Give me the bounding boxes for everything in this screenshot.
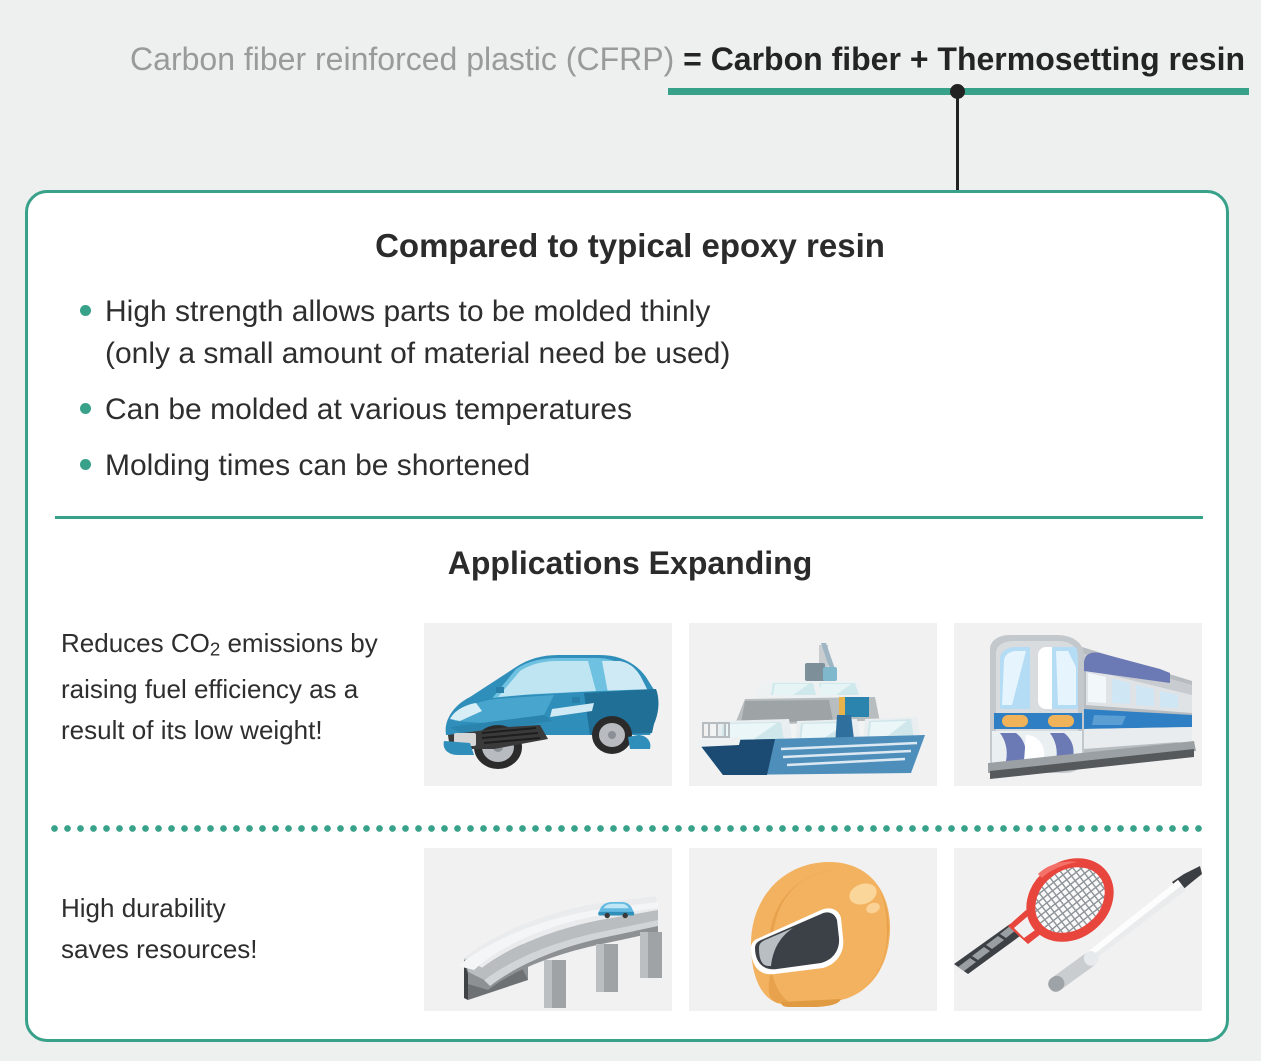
bullet-dot-icon: [80, 403, 91, 414]
page-title-subject: Carbon fiber reinforced plastic (CFRP): [130, 41, 675, 77]
caption-text-pre: Reduces CO: [61, 628, 210, 658]
list-item: Molding times can be shortened: [80, 445, 1180, 487]
train-image: [954, 623, 1202, 786]
list-item: High strength allows parts to be molded …: [80, 291, 1180, 375]
sports-equipment-image: [954, 848, 1202, 1011]
application-row-durability: High durability saves resources!: [28, 848, 1232, 1018]
row-divider-dotted: [48, 825, 1208, 832]
list-item-label: Molding times can be shortened: [105, 449, 531, 482]
list-item-label: High strength allows parts to be molded …: [105, 295, 731, 370]
boat-image: [689, 623, 937, 786]
compare-heading: Compared to typical epoxy resin: [375, 227, 885, 264]
section-divider: [55, 516, 1203, 519]
connector-dot-icon: [950, 84, 965, 99]
header: Carbon fiber reinforced plastic (CFRP) =…: [0, 0, 1261, 193]
page-title-composition: = Carbon fiber + Thermosetting resin: [683, 41, 1245, 77]
list-item-label: Can be molded at various temperatures: [105, 393, 632, 426]
benefits-list: High strength allows parts to be molded …: [80, 291, 1180, 501]
page-title: Carbon fiber reinforced plastic (CFRP) =…: [0, 33, 1245, 85]
car-image: [424, 623, 672, 786]
application-row-transport: Reduces CO2 emissions by raising fuel ef…: [28, 623, 1232, 793]
caption-text-post: emissions by raising fuel efficiency as …: [61, 628, 378, 746]
applications-heading: Applications Expanding: [447, 545, 813, 581]
list-item: Can be molded at various temperatures: [80, 389, 1180, 431]
caption-subscript: 2: [209, 638, 221, 660]
bridge-image: [424, 848, 672, 1011]
bullet-dot-icon: [80, 305, 91, 316]
bullet-dot-icon: [80, 459, 91, 470]
application-caption: Reduces CO2 emissions by raising fuel ef…: [61, 623, 421, 751]
connector-line: [956, 95, 959, 193]
helmet-image: [689, 848, 937, 1011]
detail-card: Compared to typical epoxy resin High str…: [25, 190, 1229, 1042]
application-caption: High durability saves resources!: [61, 893, 258, 964]
